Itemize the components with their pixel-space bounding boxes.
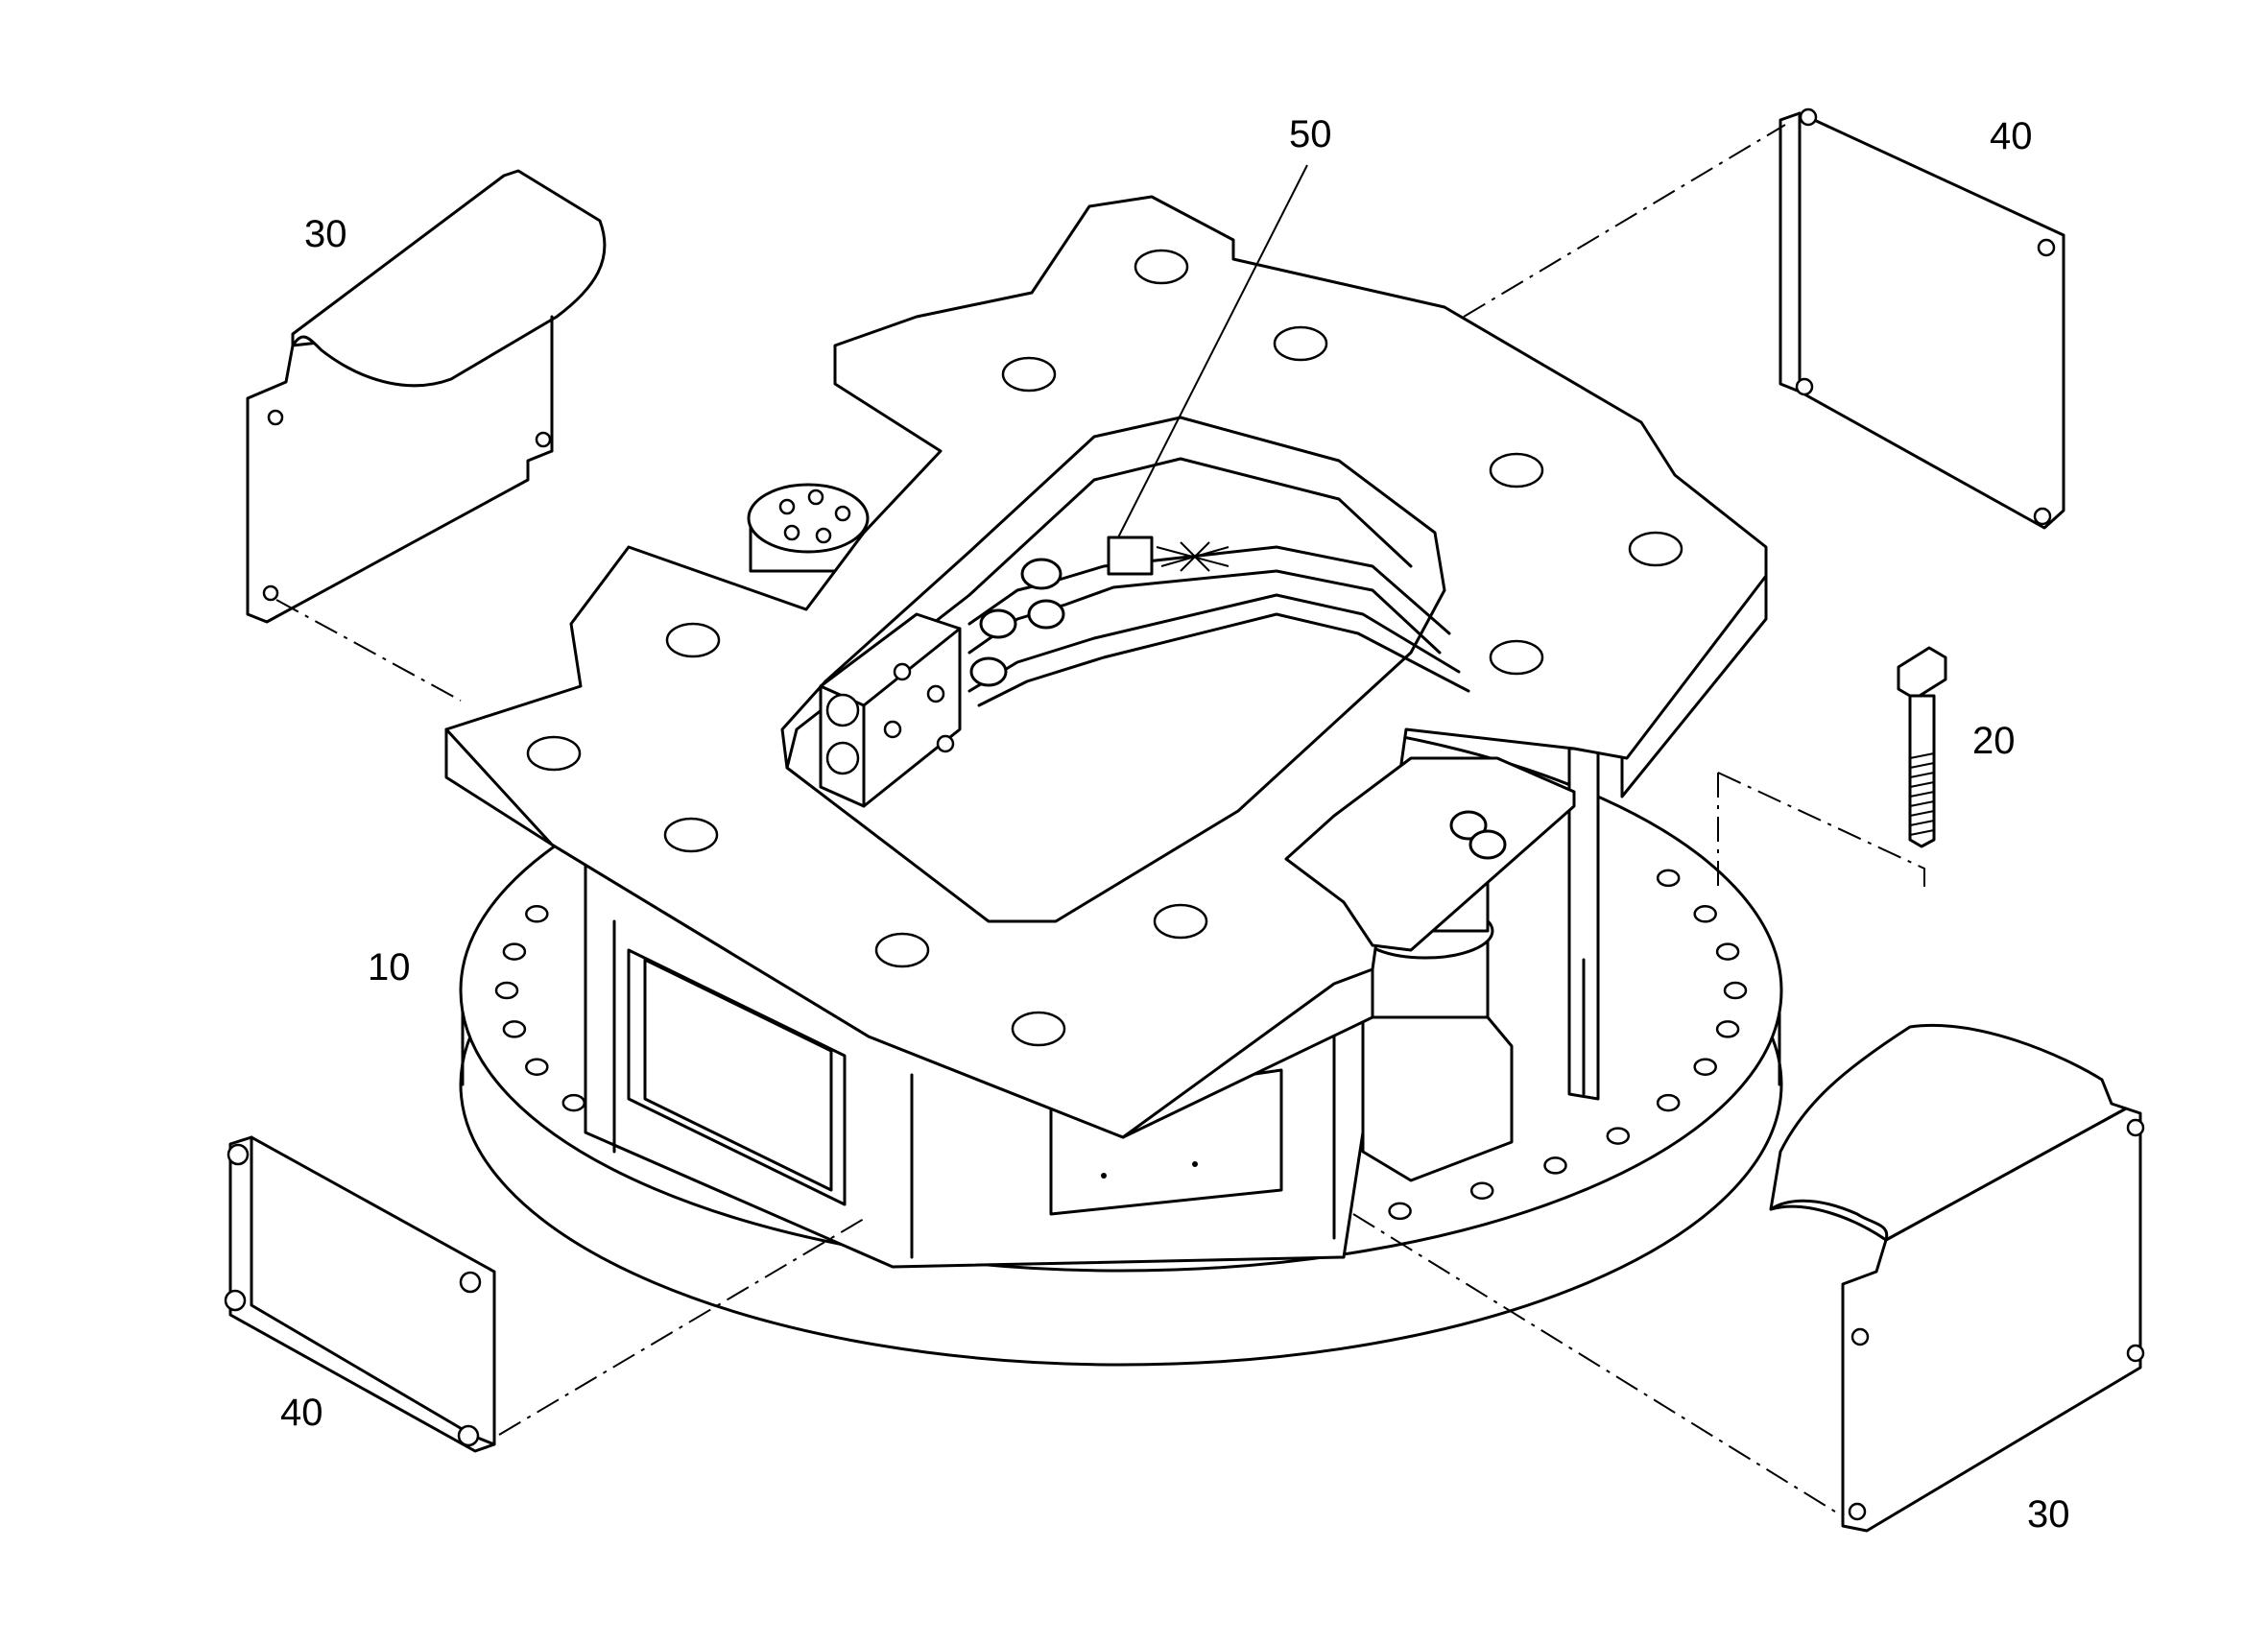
ring-hole: [525, 905, 549, 923]
ring-hole: [1469, 1181, 1494, 1200]
ring-hole: [494, 981, 519, 1000]
callout-10: 10: [368, 946, 411, 989]
ring-hole: [1656, 869, 1681, 888]
ring-hole: [561, 1093, 586, 1112]
side-cover-lower-right: [1769, 1024, 2145, 1533]
ring-hole: [1715, 942, 1740, 961]
ring-hole: [1388, 1202, 1412, 1221]
assembly-centerlines: [275, 124, 1925, 1517]
ring-hole: [1723, 981, 1748, 1000]
flat-cover-upper-right: [1779, 107, 2065, 530]
ring-hole: [1543, 1156, 1567, 1175]
ring-hole: [1606, 1127, 1631, 1145]
callout-30-upper-left: 30: [304, 213, 347, 255]
motor-upper: [747, 483, 870, 573]
ring-hole: [1715, 1020, 1740, 1038]
ring-hole: [525, 1058, 549, 1076]
ring-hole: [1693, 905, 1717, 923]
bolt-20: [1897, 646, 1947, 848]
flat-cover-lower-left: [224, 1135, 496, 1453]
top-plate: [444, 195, 1768, 1139]
callout-50: 50: [1289, 113, 1332, 155]
valve-block: [819, 612, 962, 808]
callout-40-lower-left: 40: [280, 1392, 323, 1434]
callout-20: 20: [1972, 720, 2016, 762]
ring-hole: [502, 1020, 527, 1038]
hydraulic-hoses: [967, 536, 1507, 860]
ring-hole: [1656, 1093, 1681, 1112]
ring-hole: [1693, 1058, 1717, 1076]
plate-holes: [526, 249, 1683, 1047]
ring-hole: [502, 942, 527, 961]
callout-40-upper-right: 40: [1990, 115, 2033, 157]
side-cover-upper-left: [246, 169, 607, 624]
callout-30-lower-right: 30: [2027, 1493, 2070, 1536]
